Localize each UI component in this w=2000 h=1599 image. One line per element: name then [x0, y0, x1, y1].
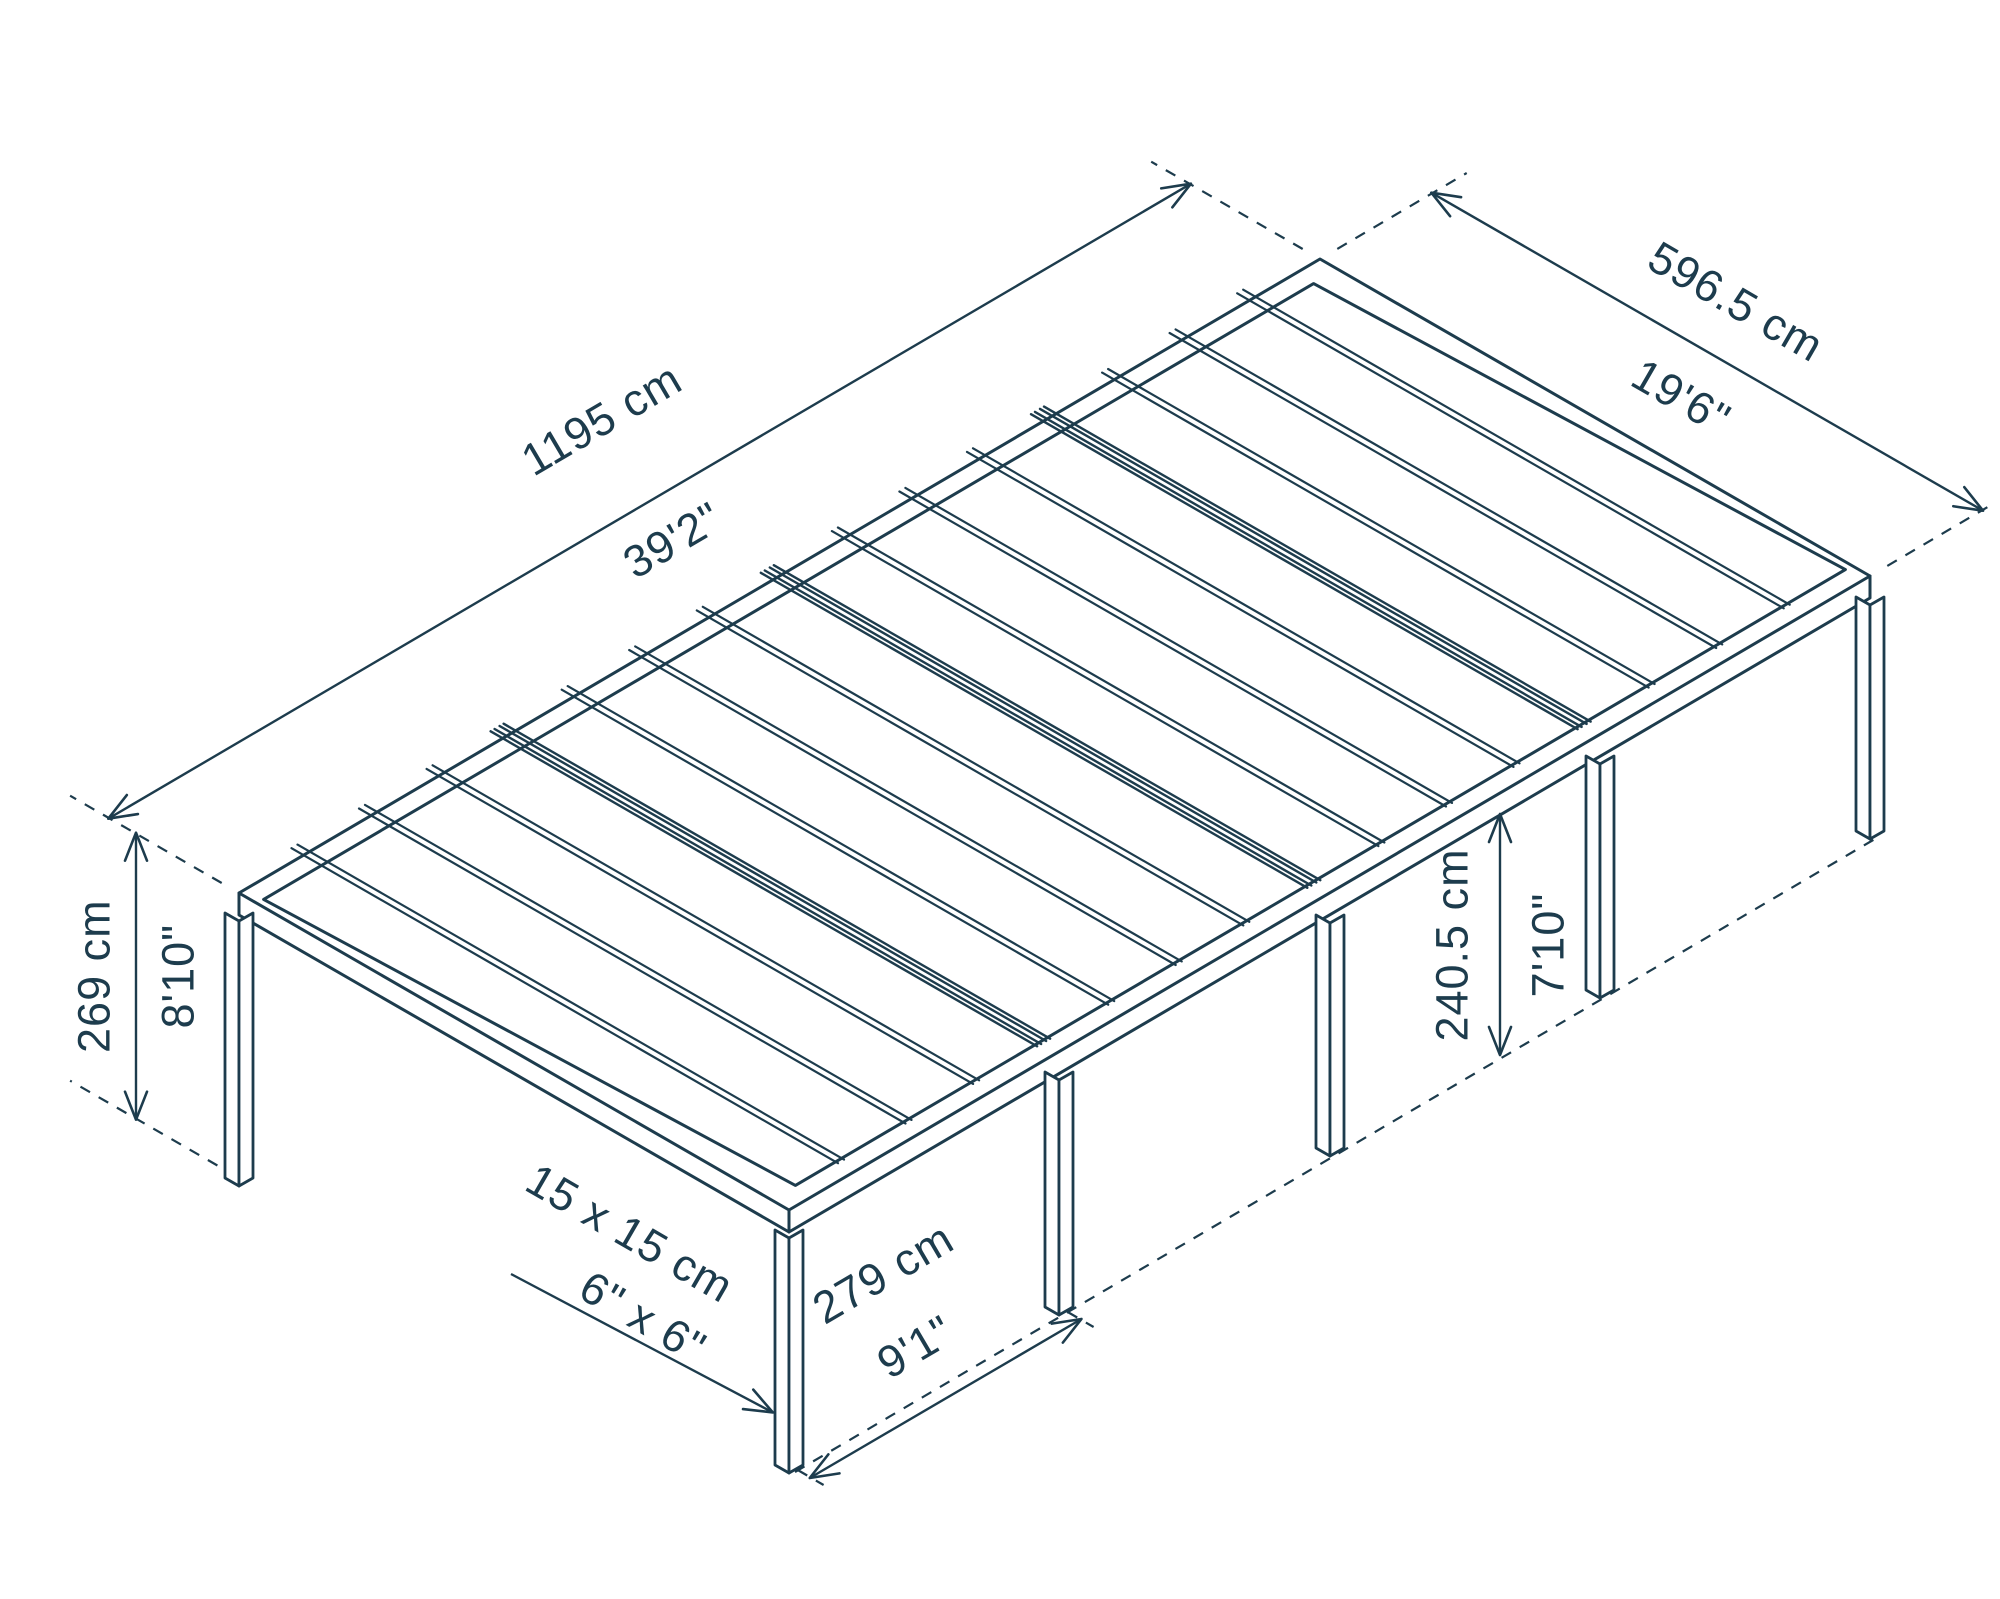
dim-width: 596.5 cm 19'6": [1336, 172, 1996, 567]
dim-clear-height: 240.5 cm 7'10": [1427, 812, 1574, 1057]
post-size-leader-line: [510, 1272, 775, 1414]
back-height-extension-bottom: [69, 1079, 218, 1167]
back-height-metric-label: 269 cm: [69, 899, 120, 1053]
clear-height-metric-label: 240.5 cm: [1427, 848, 1478, 1041]
spacing-imperial-label: 9'1": [868, 1305, 962, 1389]
width-extension-top: [1336, 172, 1468, 250]
spacing-dimension-line: [808, 1317, 1083, 1480]
length-metric-label: 1195 cm: [513, 353, 691, 486]
roof-inner-frame: [262, 282, 1847, 1187]
length-imperial-label: 39'2": [614, 492, 730, 589]
length-extension-right: [1150, 160, 1304, 250]
length-extension-left: [69, 794, 223, 884]
post-front-corner: [773, 1228, 805, 1475]
width-metric-label: 596.5 cm: [1640, 231, 1833, 372]
roof-outer-frame: [237, 257, 1872, 1212]
spacing-extension-right: [1067, 1311, 1095, 1328]
post-front-right: [1854, 595, 1886, 841]
label-post-size: 15 x 15 cm 6" x 6": [510, 1153, 775, 1414]
post-front-4: [1584, 754, 1616, 1000]
back-height-imperial-label: 8'10": [153, 924, 204, 1029]
posts: [223, 595, 1886, 1475]
width-dimension-line: [1430, 191, 1985, 512]
clear-height-imperial-label: 7'10": [1523, 893, 1574, 998]
dim-back-height: 269 cm 8'10": [69, 831, 218, 1167]
width-imperial-label: 19'6": [1623, 348, 1739, 444]
spacing-extension-left: [797, 1469, 825, 1486]
length-dimension-line: [106, 182, 1193, 821]
post-front-3: [1314, 913, 1346, 1158]
roof-fascia: [237, 574, 1872, 1234]
post-back-left: [223, 911, 255, 1188]
width-extension-bottom: [1886, 501, 1996, 567]
post-front-2: [1043, 1070, 1075, 1317]
